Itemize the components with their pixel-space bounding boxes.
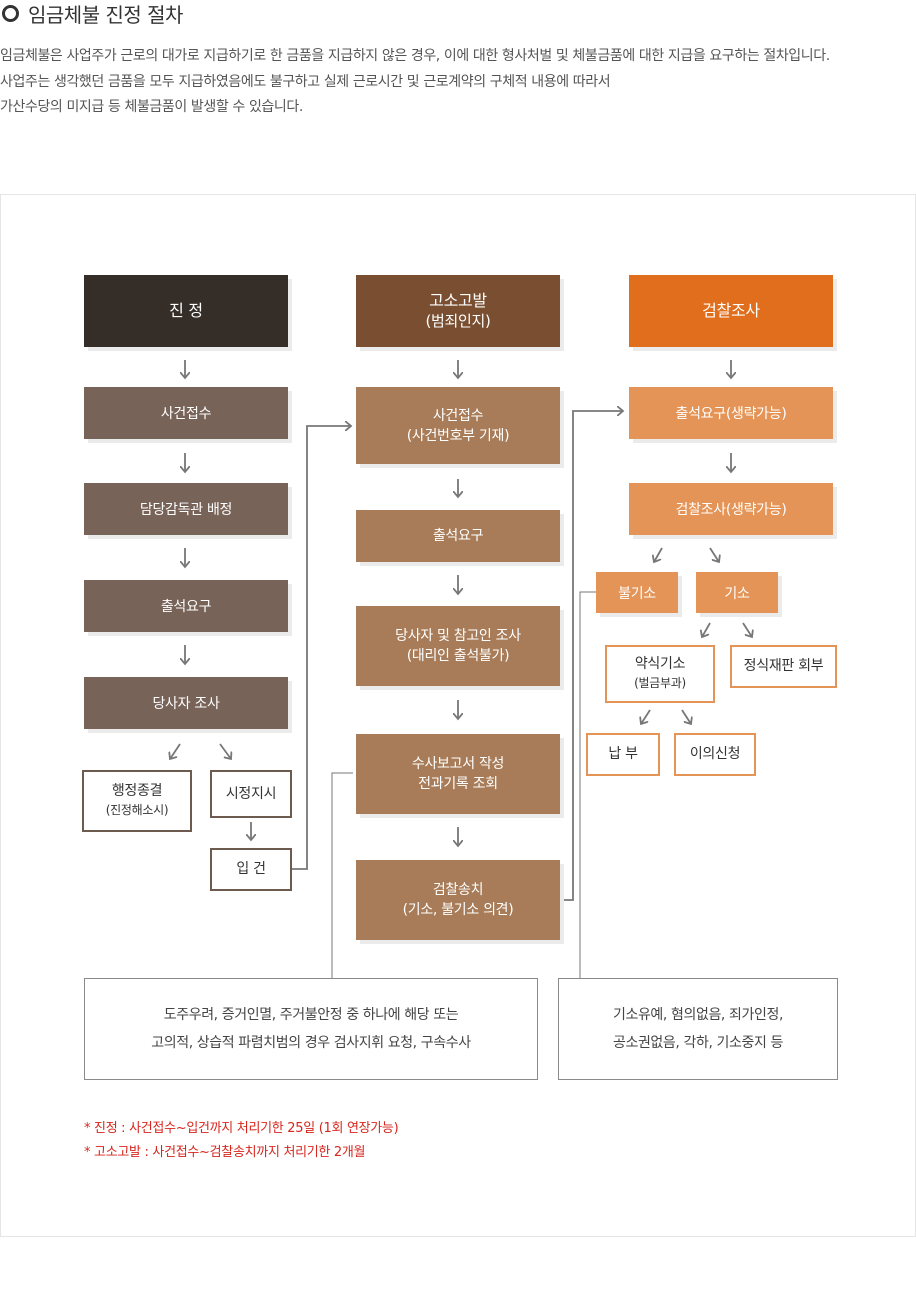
accusation-step-label: 수사보고서 작성 — [411, 756, 505, 772]
complaint-step-label: 당사자 조사 — [152, 696, 220, 712]
filing-label: 입 건 — [236, 861, 266, 877]
accusation-step-sub: (대리인 출석불가) — [406, 648, 510, 664]
indictment-box: 기소 — [696, 572, 778, 613]
non-indictment-note-line-2: 공소권없음, 각하, 기소중지 등 — [612, 1035, 783, 1051]
detention-note-line-1: 도주우려, 증거인멸, 주거불안정 중 하나에 해당 또는 — [163, 1007, 459, 1023]
no-indictment-label: 불기소 — [618, 585, 656, 602]
prosecution-step-summons: 출석요구(생략가능) — [629, 387, 833, 439]
summary-indictment-label: 약식기소 — [634, 656, 686, 672]
accusation-step-label: 당사자 및 참고인 조사 — [395, 628, 521, 644]
accusation-step-sub: 전과기록 조회 — [418, 776, 498, 792]
complaint-step-label: 사건접수 — [160, 406, 212, 422]
admin-closure-box: 행정종결 (진정해소시) — [82, 770, 192, 832]
section-title: 임금체불 진정 절차 — [2, 0, 183, 27]
accusation-step-label: 검찰송치 — [432, 882, 484, 898]
filing-box: 입 건 — [210, 848, 292, 891]
complaint-step-label: 출석요구 — [160, 599, 212, 615]
payment-label: 납 부 — [608, 746, 638, 762]
accusation-step-summons: 출석요구 — [356, 510, 560, 562]
prosecution-step-label: 검찰조사(생략가능) — [675, 502, 787, 518]
accusation-step-sub: (기소, 불기소 의견) — [402, 902, 514, 918]
accusation-step-receipt: 사건접수 (사건번호부 기재) — [356, 387, 560, 464]
no-indictment-box: 불기소 — [596, 572, 678, 613]
accusation-step-referral: 검찰송치 (기소, 불기소 의견) — [356, 860, 560, 940]
intro-line-3: 가산수당의 미지급 등 체불금품이 발생할 수 있습니다. — [0, 99, 303, 115]
footnote-complaint: * 진정 : 사건접수~입건까지 처리기한 25일 (1회 연장가능) — [84, 1121, 399, 1136]
accusation-header: 고소고발 (범죄인지) — [356, 275, 560, 347]
complaint-header: 진 정 — [84, 275, 288, 347]
accusation-step-sub: (사건번호부 기재) — [406, 427, 510, 444]
formal-trial-box: 정식재판 회부 — [730, 645, 837, 688]
intro-text: 임금체불은 사업주가 근로의 대가로 지급하기로 한 금품을 지급하지 않은 경… — [0, 44, 916, 121]
complaint-step-receipt: 사건접수 — [84, 387, 288, 439]
payment-box: 납 부 — [586, 733, 660, 776]
admin-closure-label: 행정종결 — [111, 783, 163, 799]
prosecution-header: 검찰조사 — [629, 275, 833, 347]
circle-bullet-icon — [2, 4, 19, 22]
non-indictment-note-line-1: 기소유예, 혐의없음, 죄가인정, — [612, 1007, 783, 1023]
prosecution-header-label: 검찰조사 — [702, 301, 760, 320]
accusation-step-label: 사건접수 — [432, 407, 484, 424]
prosecution-step-investigation: 검찰조사(생략가능) — [629, 483, 833, 535]
correction-order-box: 시정지시 — [210, 770, 292, 818]
complaint-step-label: 담당감독관 배정 — [139, 502, 233, 518]
admin-closure-sub: (진정해소시) — [105, 803, 169, 817]
detention-note: 도주우려, 증거인멸, 주거불안정 중 하나에 해당 또는 고의적, 상습적 파… — [84, 978, 538, 1080]
complaint-step-investigation: 당사자 조사 — [84, 677, 288, 729]
summary-indictment-box: 약식기소 (벌금부과) — [605, 645, 715, 703]
accusation-header-label: 고소고발 — [429, 291, 487, 310]
detention-note-line-2: 고의적, 상습적 파렴치범의 경우 검사지휘 요청, 구속수사 — [151, 1035, 471, 1051]
footnotes: * 진정 : 사건접수~입건까지 처리기한 25일 (1회 연장가능) * 고소… — [84, 1117, 399, 1165]
formal-trial-label: 정식재판 회부 — [743, 658, 824, 674]
indictment-label: 기소 — [724, 585, 750, 602]
complaint-header-label: 진 정 — [169, 301, 203, 320]
page-title: 임금체불 진정 절차 — [28, 2, 183, 27]
accusation-header-sub: (범죄인지) — [425, 312, 491, 330]
intro-line-2: 사업주는 생각했던 금품을 모두 지급하였음에도 불구하고 실제 근로시간 및 … — [0, 73, 611, 90]
complaint-step-assign: 담당감독관 배정 — [84, 483, 288, 535]
accusation-step-report: 수사보고서 작성 전과기록 조회 — [356, 734, 560, 814]
objection-box: 이의신청 — [674, 733, 756, 776]
correction-order-label: 시정지시 — [225, 785, 277, 802]
intro-line-1: 임금체불은 사업주가 근로의 대가로 지급하기로 한 금품을 지급하지 않은 경… — [0, 48, 830, 64]
prosecution-step-label: 출석요구(생략가능) — [675, 406, 787, 422]
summary-indictment-sub: (벌금부과) — [634, 676, 686, 690]
objection-label: 이의신청 — [689, 746, 741, 762]
non-indictment-note: 기소유예, 혐의없음, 죄가인정, 공소권없음, 각하, 기소중지 등 — [558, 978, 838, 1080]
accusation-step-interview: 당사자 및 참고인 조사 (대리인 출석불가) — [356, 606, 560, 686]
accusation-step-label: 출석요구 — [432, 528, 484, 544]
footnote-accusation: * 고소고발 : 사건접수~검찰송치까지 처리기한 2개월 — [84, 1145, 366, 1160]
complaint-step-summons: 출석요구 — [84, 580, 288, 632]
